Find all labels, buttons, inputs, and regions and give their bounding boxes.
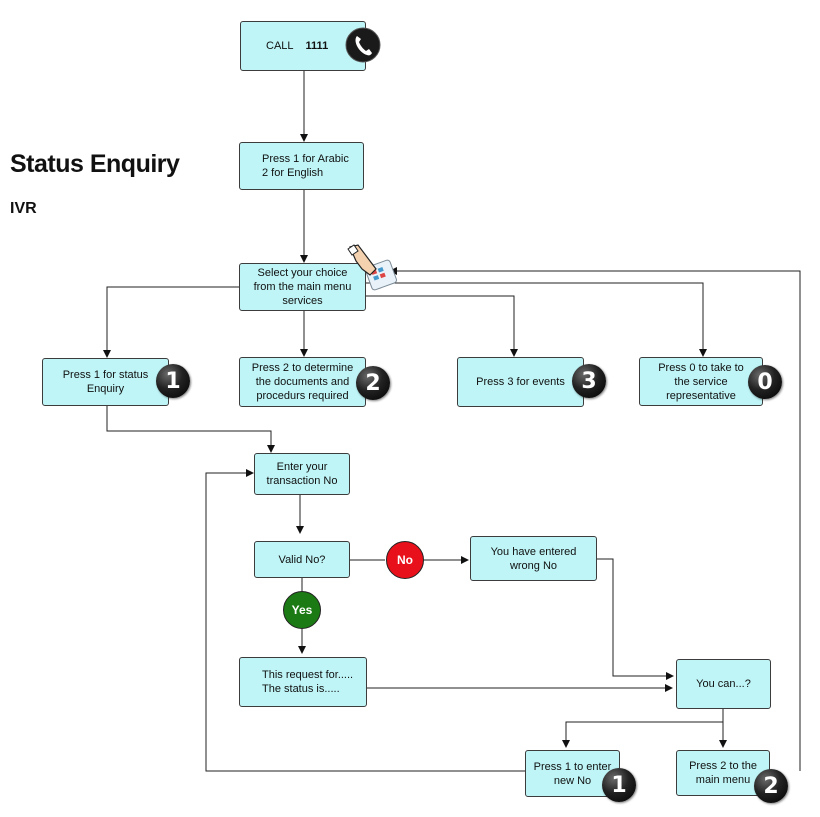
main-menu-box: Select your choice from the main menu se… xyxy=(239,263,366,311)
return-main-menu-badge: 2 xyxy=(754,769,788,803)
option2-badge: 2 xyxy=(356,366,390,400)
valid-number-box: Valid No? xyxy=(254,541,350,578)
connector-menu-option0 xyxy=(366,282,707,357)
connector-youcan-newno xyxy=(562,709,724,748)
connector-newno-enter xyxy=(205,469,525,772)
call-label: CALL 1111 xyxy=(266,40,328,52)
option0-box: Press 0 to take to the service represent… xyxy=(639,357,763,406)
language-box: Press 1 for Arabic 2 for English xyxy=(239,142,364,190)
option0-badge: 0 xyxy=(748,365,782,399)
you-can-box: You can...? xyxy=(676,659,771,709)
option3-box: Press 3 for events xyxy=(457,357,584,407)
call-box xyxy=(240,21,366,71)
option3-badge: 3 xyxy=(572,364,606,398)
page-title: Status Enquiry xyxy=(10,150,180,178)
option1-box: Press 1 for status Enquiry xyxy=(42,358,169,406)
connector-menu-option1 xyxy=(103,286,240,358)
return-main-menu-box: Press 2 to the main menu xyxy=(676,750,770,796)
no-decision: No xyxy=(386,541,424,579)
connector-option1-enter xyxy=(106,406,275,453)
connector-mainmenu-return xyxy=(389,267,801,771)
enter-transaction-box: Enter your transaction No xyxy=(254,453,350,495)
connector-menu-option3 xyxy=(366,295,518,357)
call-number: 1111 xyxy=(305,40,329,52)
status-result-box: This request for..... The status is..... xyxy=(239,657,367,707)
call-label-text: CALL xyxy=(266,40,294,52)
hand-pressing-keypad-icon xyxy=(347,244,397,291)
new-number-badge: 1 xyxy=(602,768,636,802)
page-subtitle: IVR xyxy=(10,200,37,217)
yes-decision: Yes xyxy=(283,591,321,629)
phone-icon xyxy=(345,27,381,63)
option2-box: Press 2 to determine the documents and p… xyxy=(239,357,366,407)
wrong-number-box: You have entered wrong No xyxy=(470,536,597,581)
option1-badge: 1 xyxy=(156,364,190,398)
connector-wrong-youcan xyxy=(597,558,674,680)
